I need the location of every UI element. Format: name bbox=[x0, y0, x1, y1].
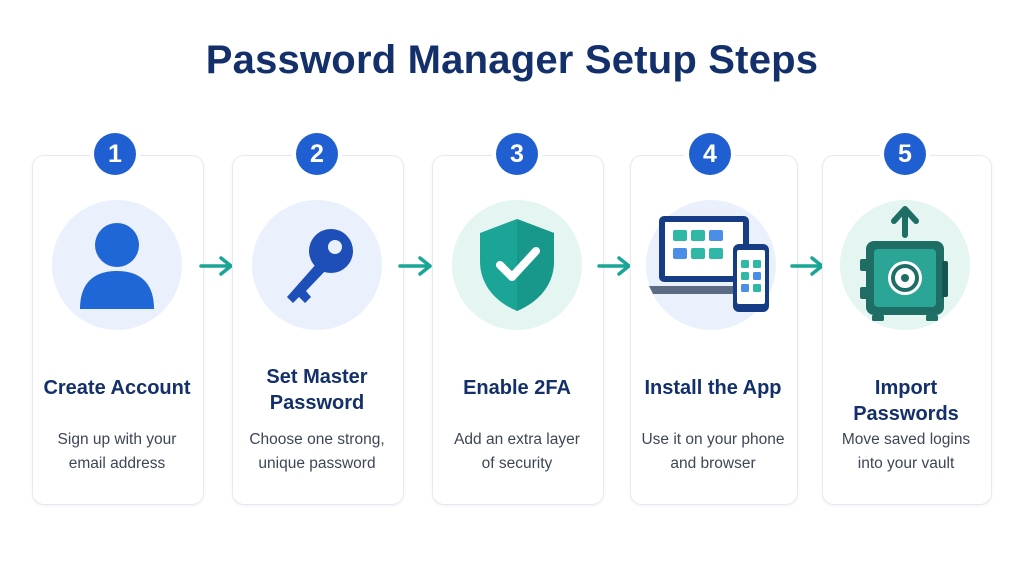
step-icon-circle-3 bbox=[452, 200, 582, 330]
step-heading-1: Create Account bbox=[43, 377, 191, 399]
step-desc-2: Choose one strong, unique password bbox=[249, 431, 385, 472]
step-number-badge-2: 2 bbox=[296, 133, 338, 175]
user-icon bbox=[80, 223, 154, 309]
step-heading-5: Import Passwords bbox=[853, 377, 959, 425]
key-icon bbox=[287, 229, 353, 303]
vault-import-icon bbox=[860, 206, 948, 321]
step-heading-2: Set Master Password bbox=[266, 366, 368, 414]
arrow-right-icon bbox=[398, 256, 432, 276]
arrow-right-icon bbox=[199, 256, 233, 276]
step-icon-circle-5 bbox=[840, 200, 970, 330]
step-desc-4: Use it on your phone and browser bbox=[641, 431, 785, 472]
step-number-badge-1: 1 bbox=[94, 133, 136, 175]
step-icon-circle-2 bbox=[252, 200, 382, 330]
step-desc-3: Add an extra layer of security bbox=[454, 431, 580, 472]
step-number-badge-3: 3 bbox=[496, 133, 538, 175]
arrow-right-icon bbox=[597, 256, 631, 276]
shield-check-icon bbox=[480, 219, 554, 311]
step-heading-4: Install the App bbox=[644, 377, 782, 399]
page-title: Password Manager Setup Steps bbox=[205, 38, 819, 82]
devices-icon bbox=[649, 216, 769, 312]
step-desc-5: Move saved logins into your vault bbox=[841, 431, 971, 472]
step-icon-circle-1 bbox=[52, 200, 182, 330]
step-desc-1: Sign up with your email address bbox=[57, 431, 177, 472]
step-number-badge-4: 4 bbox=[689, 133, 731, 175]
step-heading-3: Enable 2FA bbox=[463, 377, 571, 399]
step-number-badge-5: 5 bbox=[884, 133, 926, 175]
arrow-right-icon bbox=[790, 256, 824, 276]
step-icon-circle-4 bbox=[646, 200, 776, 330]
